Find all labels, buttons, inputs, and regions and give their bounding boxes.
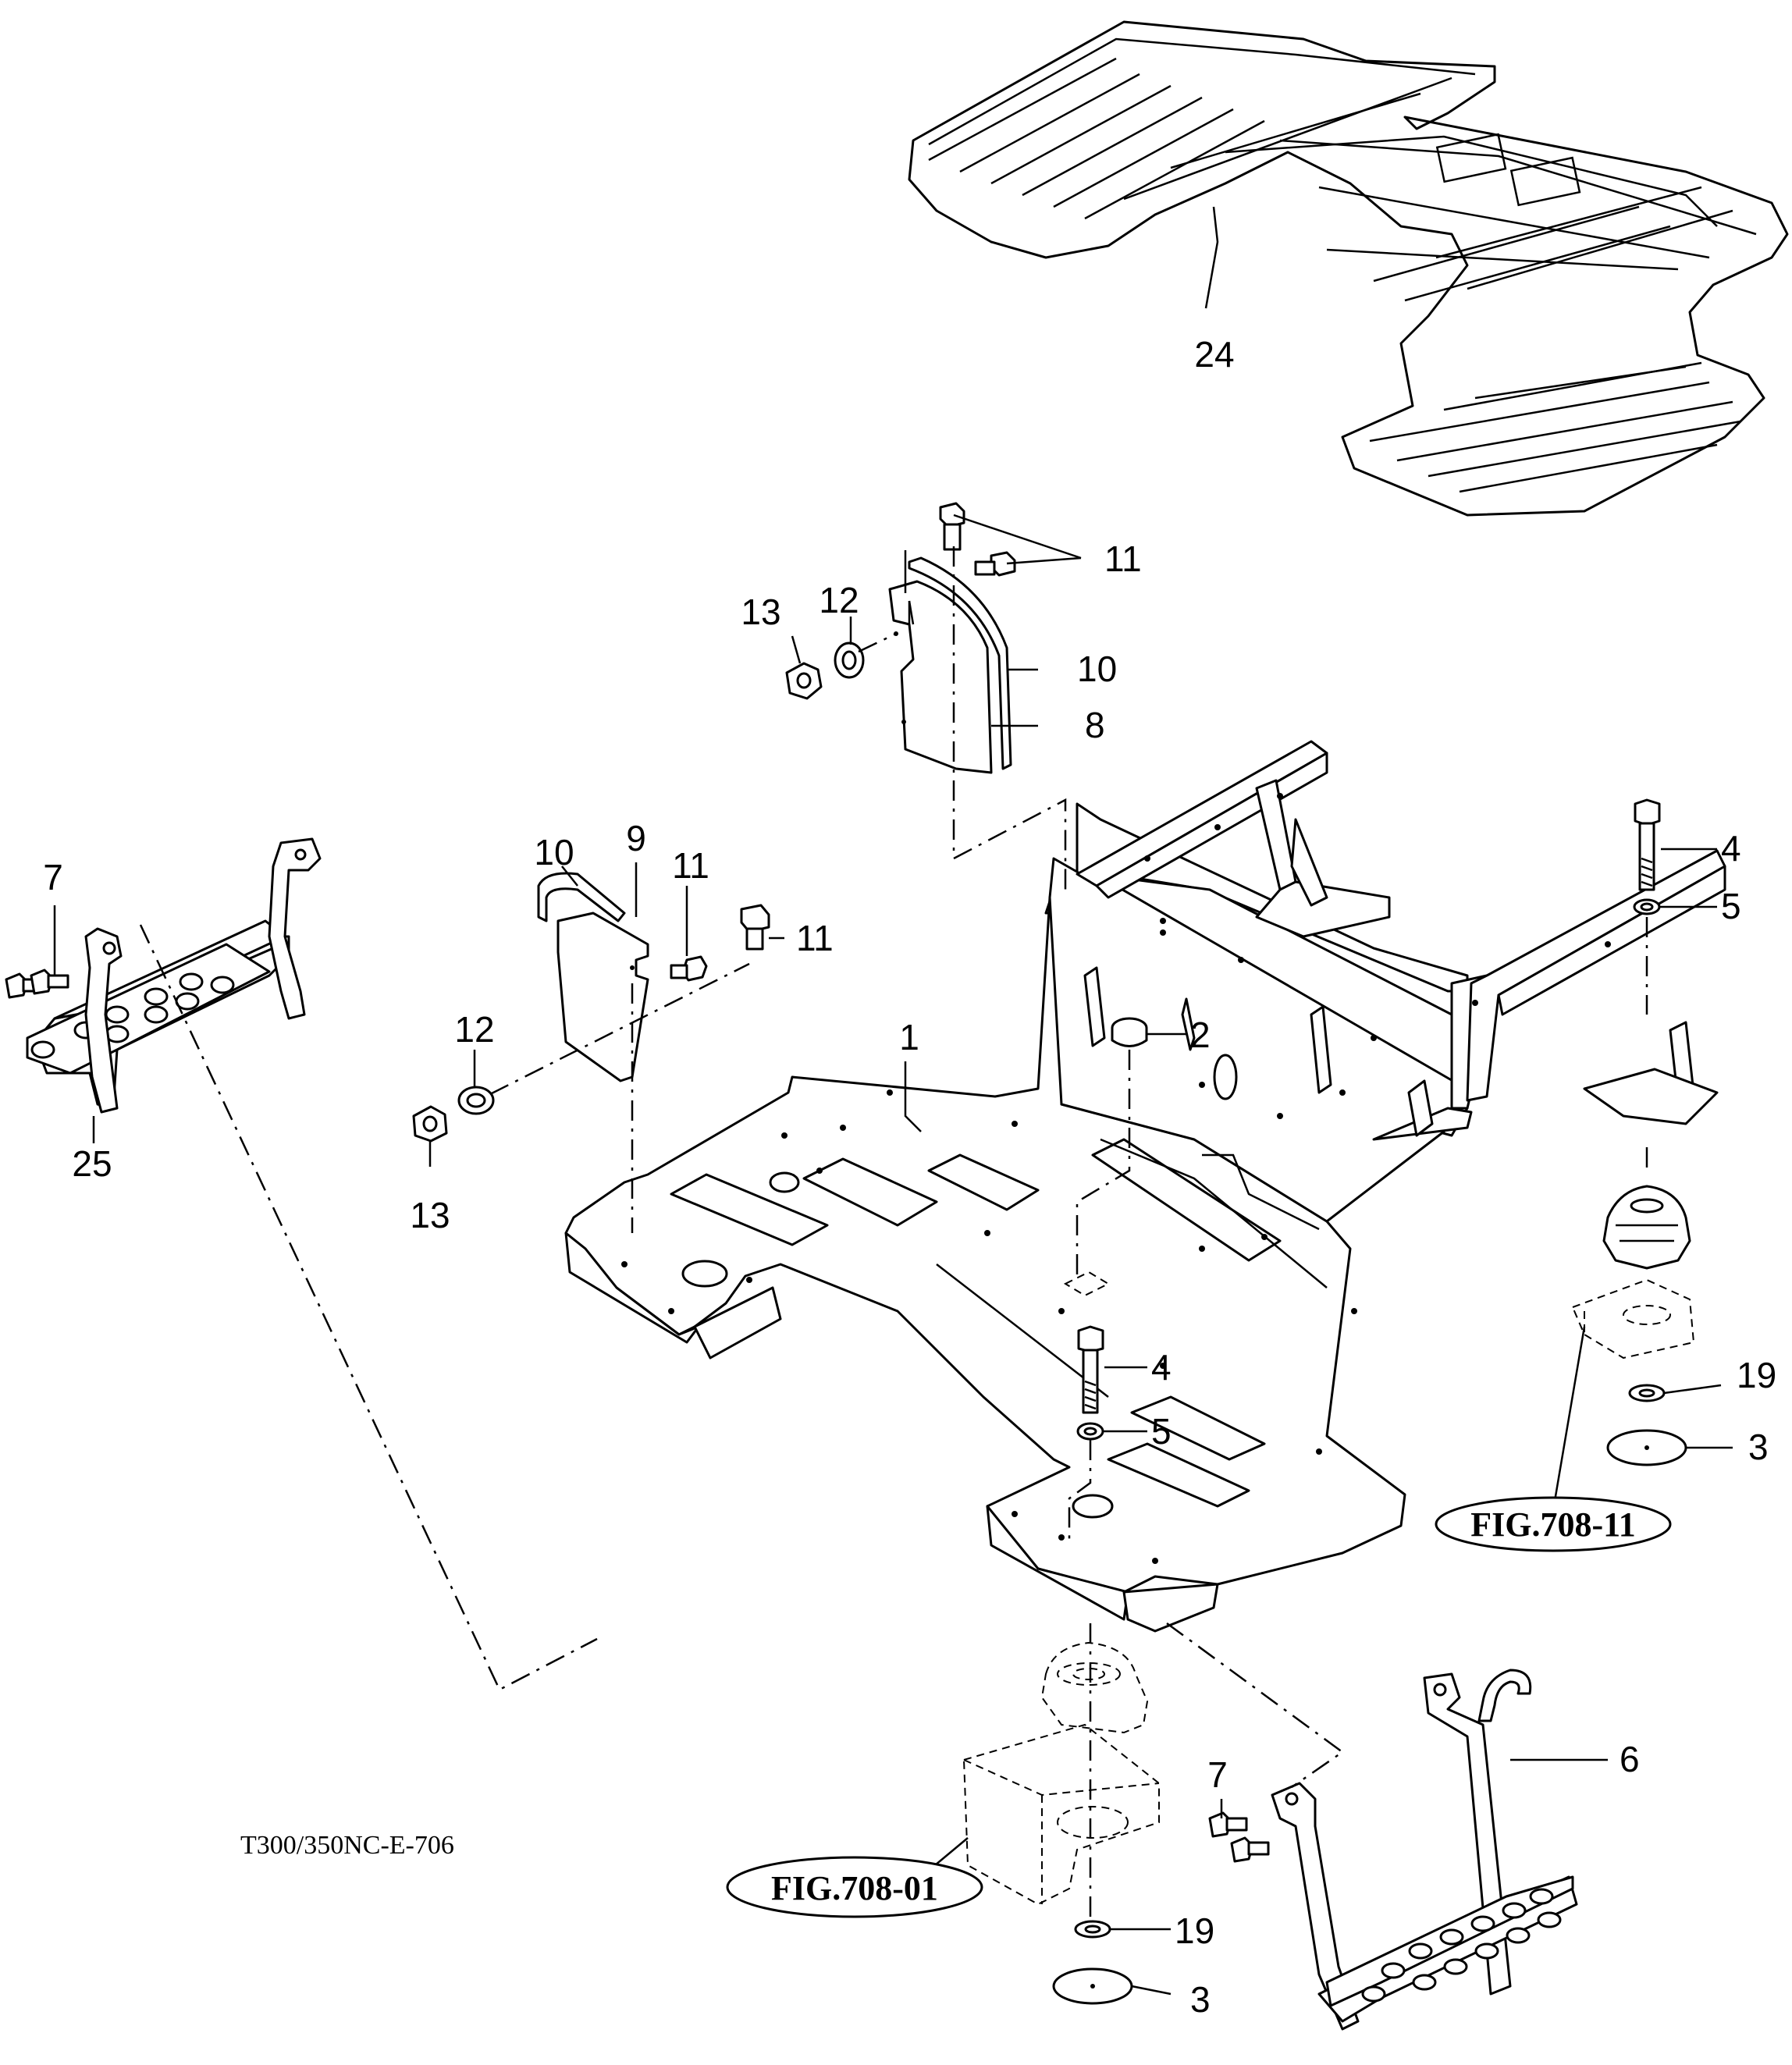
figure-ref-fig-708-01[interactable]: FIG.708-01 (726, 1856, 983, 1918)
step-right (1166, 1622, 1578, 2031)
bolt-icon (740, 904, 770, 951)
callout-10: 10 (1077, 649, 1117, 689)
callout-5: 5 (1151, 1411, 1172, 1452)
callout-7: 7 (1207, 1754, 1228, 1795)
callout-13: 13 (410, 1195, 450, 1235)
callout-4: 4 (1721, 828, 1741, 869)
callout-1: 1 (899, 1017, 919, 1057)
callout-11: 11 (1104, 538, 1142, 579)
drawing-code: T300/350NC-E-706 (240, 1831, 454, 1860)
step-left (5, 837, 598, 1691)
callout-19: 19 (1737, 1355, 1776, 1395)
callout-12: 12 (454, 1009, 494, 1050)
callout-24: 24 (1194, 334, 1234, 375)
bolt-icon (974, 551, 1016, 577)
callout-5: 5 (1721, 886, 1741, 926)
callout-3: 3 (1748, 1427, 1769, 1467)
callout-12: 12 (819, 580, 859, 620)
bolt-icon (1077, 1325, 1104, 1414)
center-mount (1063, 1017, 1148, 1920)
callout-3: 3 (1190, 1979, 1211, 2020)
bolt-icon (1230, 1836, 1270, 1863)
step-holes (1361, 1888, 1562, 2003)
callout-9: 9 (626, 818, 646, 858)
callout-2: 2 (1190, 1015, 1211, 1055)
floor-mat (908, 20, 1789, 517)
cover-assembly-left (412, 872, 770, 1233)
mount-right (1571, 798, 1695, 1466)
callout-6: 6 (1620, 1739, 1640, 1779)
bolt-icon (30, 969, 69, 995)
callout-13: 13 (741, 592, 780, 632)
bolt-icon (1208, 1811, 1248, 1838)
callout-10: 10 (534, 832, 574, 873)
figure-ref-label: FIG.708-01 (771, 1869, 938, 1907)
callout-19: 19 (1175, 1910, 1214, 1951)
callout-11: 11 (672, 845, 709, 886)
callout-8: 8 (1085, 705, 1105, 745)
bolt-icon (670, 955, 708, 982)
callouts: 24 11 12 13 10 8 10 9 11 11 12 13 1 2 4 … (43, 334, 1776, 2020)
callout-11: 11 (796, 918, 834, 958)
callout-4: 4 (1151, 1347, 1172, 1388)
callout-7: 7 (43, 857, 63, 897)
floor-plate (564, 740, 1726, 1633)
figure-ref-fig-708-11[interactable]: FIG.708-11 (1435, 1496, 1672, 1552)
callout-25: 25 (72, 1143, 112, 1184)
mount-bottom (962, 1641, 1160, 2005)
bolt-icon (1634, 798, 1661, 891)
bolt-icon (939, 502, 965, 551)
cover-assembly-upper (785, 502, 1067, 894)
figure-ref-label: FIG.708-11 (1470, 1505, 1635, 1544)
